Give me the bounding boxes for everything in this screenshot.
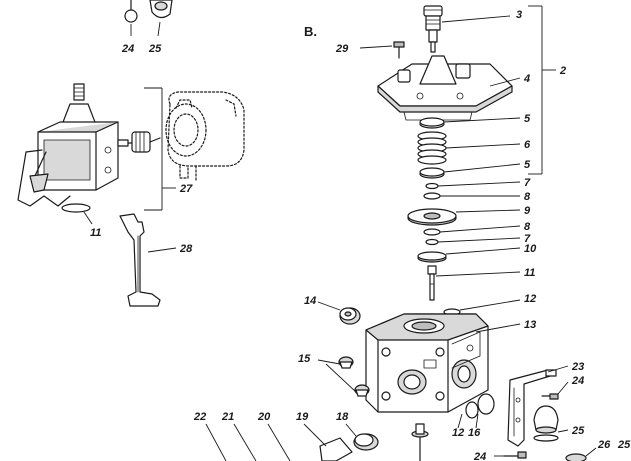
- callout-11-left: 11: [90, 227, 101, 239]
- part-7-ring-bottom: [425, 238, 439, 246]
- part-8-washer-bottom: [423, 228, 441, 236]
- part-7-ring-top: [425, 182, 439, 190]
- callout-2: 2: [559, 65, 566, 77]
- ghost-motor-housing: [165, 91, 245, 181]
- callout-16: 16: [468, 427, 481, 439]
- part-connector-fitting: [131, 131, 161, 153]
- callout-24-bottom: 24: [473, 451, 486, 461]
- part-bottom-knob: [411, 423, 429, 461]
- part-8-washer-top: [423, 192, 441, 200]
- callout-24-top: 24: [121, 43, 134, 55]
- callout-7b: 7: [524, 233, 531, 245]
- part-13-main-body: [365, 313, 489, 413]
- callout-5b: 5: [524, 159, 531, 171]
- callout-24-right: 24: [571, 375, 584, 387]
- callout-11-right: 11: [524, 267, 535, 279]
- callout-6: 6: [524, 139, 531, 151]
- callout-25-top: 25: [148, 43, 162, 55]
- callout-15: 15: [298, 353, 311, 365]
- callout-20: 20: [257, 411, 271, 423]
- part-3-valve-stem: [423, 5, 443, 53]
- part-25-cap-right: [533, 405, 559, 442]
- part-9-diaphragm: [407, 208, 457, 226]
- part-28-bracket: [119, 213, 161, 307]
- part-5-washer-top: [419, 117, 445, 129]
- callout-25-right: 25: [571, 425, 585, 437]
- part-29-screw: [393, 41, 405, 59]
- callout-28: 28: [179, 243, 193, 255]
- left-housing-assembly: [17, 83, 139, 207]
- callout-25-edge: 25: [617, 439, 631, 451]
- part-4-mounting-plate: [377, 55, 513, 121]
- part-5-washer-bottom: [419, 167, 445, 179]
- part-24-screw-right: [541, 393, 559, 400]
- callout-12-bottom: 12: [452, 427, 464, 439]
- part-25-nozzle-top: [149, 0, 173, 19]
- part-11-oring-left: [61, 203, 91, 213]
- part-11-pin: [427, 265, 437, 301]
- bracket-2: [528, 5, 556, 175]
- callout-8a: 8: [524, 191, 531, 203]
- part-10-disc: [417, 251, 447, 263]
- callout-23: 23: [571, 361, 584, 373]
- callout-21: 21: [221, 411, 234, 423]
- callout-29: 29: [335, 43, 349, 55]
- bracket-27: [144, 87, 176, 211]
- part-16-oring: [465, 393, 495, 419]
- callout-19: 19: [296, 411, 309, 423]
- callout-22: 22: [193, 411, 206, 423]
- part-6-spring: [417, 131, 447, 165]
- part-26-fitting: [565, 453, 587, 461]
- part-19-sleeve: [319, 437, 353, 461]
- part-24-plug-top: [124, 0, 138, 23]
- section-label: B.: [304, 24, 317, 39]
- part-23-bracket: [507, 369, 557, 447]
- part-14-plug: [339, 307, 361, 325]
- callout-8b: 8: [524, 221, 531, 233]
- callout-7a: 7: [524, 177, 531, 189]
- callout-13: 13: [524, 319, 536, 331]
- callout-18: 18: [336, 411, 349, 423]
- callout-26: 26: [597, 439, 611, 451]
- callout-27: 27: [179, 183, 193, 195]
- part-24-screw-bottom: [503, 451, 527, 459]
- part-15-plugs: [338, 356, 370, 397]
- callout-12-right: 12: [524, 293, 536, 305]
- callout-9: 9: [524, 205, 531, 217]
- callout-4: 4: [523, 73, 530, 85]
- callout-5a: 5: [524, 113, 531, 125]
- callout-14: 14: [304, 295, 316, 307]
- part-18-nut: [353, 433, 379, 451]
- callout-10: 10: [524, 243, 537, 255]
- callout-3: 3: [516, 9, 522, 21]
